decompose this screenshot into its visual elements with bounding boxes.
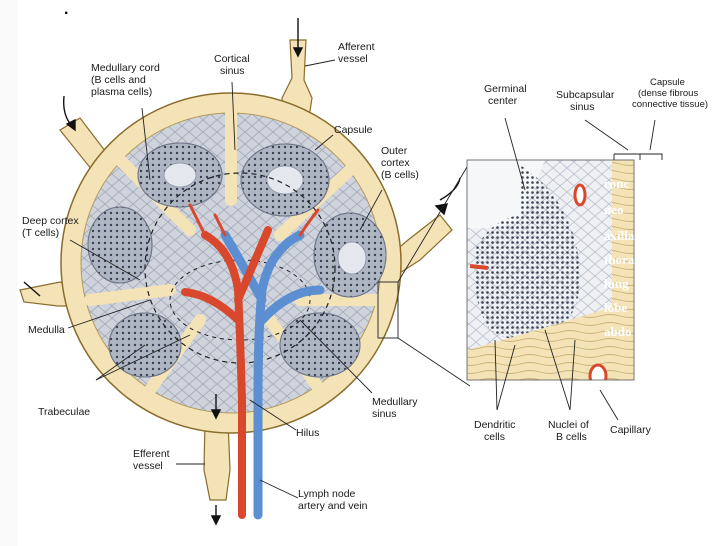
label-capsule: Capsule [334, 124, 373, 136]
label-hilus: Hilus [296, 427, 319, 439]
overlay-line-7: abdo [604, 324, 631, 339]
overlay-line-4: thorax [604, 252, 641, 267]
inset-connector-top [397, 161, 471, 283]
germinal-centers [163, 162, 367, 275]
label-capillary: Capillary [610, 424, 652, 436]
label-medulla: Medulla [28, 324, 65, 336]
inset-connector-bottom [397, 337, 471, 387]
inset-bracket [613, 153, 663, 160]
top-mark: . [64, 1, 68, 18]
left-edge-strip [0, 0, 18, 546]
overlay-line-2: neo [604, 202, 624, 217]
leader-lines [67, 59, 383, 499]
inset-source-box [377, 281, 399, 339]
overlay-line-3: axilla [604, 228, 635, 243]
medulla-ring [169, 259, 311, 341]
overlay-line-5: lung [604, 276, 629, 291]
inset-detail [467, 160, 634, 380]
overlay-line-1: conc [604, 176, 630, 191]
label-trabeculae: Trabeculae [38, 406, 90, 418]
hilus-vessels [181, 203, 325, 520]
artery [181, 226, 272, 519]
label-deep-cortex: Deep cortex(T cells) [22, 215, 79, 239]
vein [220, 230, 325, 520]
inset-frame [466, 159, 635, 381]
overlay-line-6: lobe [604, 300, 627, 315]
overlay-text: conc neo axilla thorax lung lobe abdo [604, 176, 641, 339]
